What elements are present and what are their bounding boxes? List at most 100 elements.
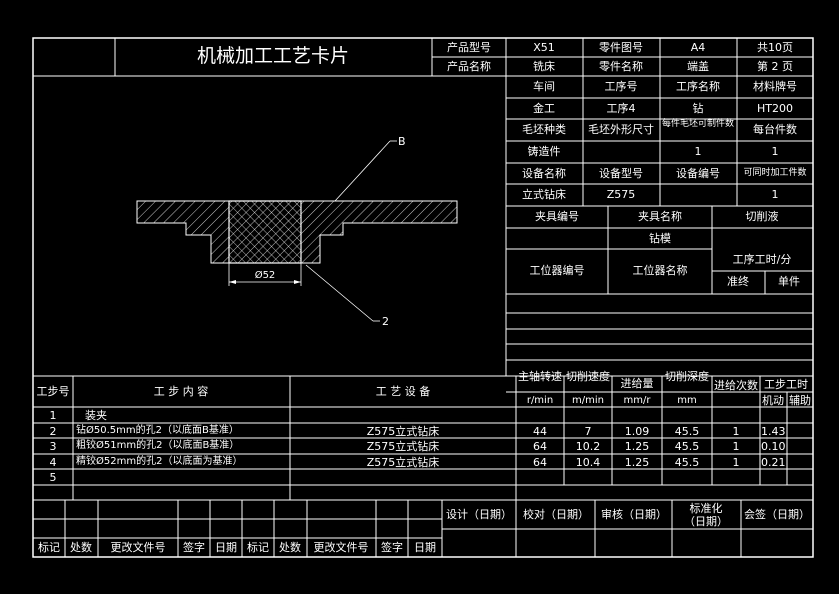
station-name-label: 工位器名称 [632,264,688,277]
fixture-name-label: 夹具名称 [638,210,682,223]
step-times: 1 [732,425,740,438]
col-step-time: 工步工时 [764,378,808,391]
equip-no-label: 设备编号 [676,167,720,180]
step-speed: 64 [533,440,547,453]
col-spindle-unit: r/min [526,395,554,406]
rev-sign: 签字 [183,541,205,554]
step-machine: 0.10 [761,440,786,453]
product-model: X51 [533,41,555,54]
col-aux-time: 辅助 [789,394,811,407]
sig-countersign: 会签（日期） [744,508,810,521]
step-speed: 44 [533,425,547,438]
col-spindle-speed: 主轴转速 [518,370,562,383]
part-name-label: 零件名称 [599,60,643,73]
sig-standard: 标准化 [689,502,723,515]
parts-per-blank: 1 [694,145,702,158]
part-name: 端盖 [687,60,709,73]
col-equipment: 工 艺 设 备 [375,385,431,398]
rev-doc-no: 更改文件号 [110,541,166,554]
blank-type: 铸造件 [527,145,561,158]
sig-design: 设计（日期） [446,508,512,521]
step-equipment: Z575立式钻床 [366,440,440,453]
parts-per-unit-label: 每台件数 [753,123,797,136]
step-depth: 45.5 [674,456,700,469]
simul-label: 可同时加工件数 [743,168,807,178]
col-cut-speed-unit: m/min [572,395,604,406]
fixture-name: 钻模 [649,232,671,245]
sig-review: 审核（日期） [601,508,667,521]
step-cut-speed: 10.4 [575,456,601,469]
page-no: 第 2 页 [757,60,793,73]
part-drawing-no: A4 [690,41,706,54]
equip-name-label: 设备名称 [522,167,566,180]
step-feed: 1.25 [624,440,650,453]
process-name-label: 工序名称 [676,80,720,93]
step-equipment: Z575立式钻床 [366,425,440,438]
process-no-label: 工序号 [604,80,638,93]
step-feed: 1.25 [624,456,650,469]
blank-type-label: 毛坯种类 [522,123,566,136]
step-no: 2 [49,425,57,438]
sig-standard-date: （日期） [684,515,728,528]
step-equipment: Z575立式钻床 [366,456,440,469]
col-feed-unit: mm/r [623,395,651,406]
simul: 1 [771,188,779,201]
part-drawing-no-label: 零件图号 [599,41,643,54]
rev-mark: 标记 [38,541,60,554]
equip-name: 立式钻床 [522,188,566,201]
rev-count: 处数 [279,541,301,554]
step-machine: 0.21 [761,456,786,469]
col-feed: 进给量 [620,377,654,390]
step-no: 4 [49,456,57,469]
step-content: 钻Ø50.5mm的孔2（以底面B基准） [76,425,239,436]
station-no-label: 工位器编号 [529,264,585,277]
rev-sign: 签字 [381,541,403,554]
workshop-label: 车间 [533,80,555,93]
product-name-label: 产品名称 [447,60,491,73]
step-depth: 45.5 [674,425,700,438]
equip-model-label: 设备型号 [599,167,643,180]
drawing-label-2: 2 [382,315,389,328]
step-feed: 1.09 [624,425,650,438]
process-no: 工序4 [606,102,636,115]
part-drawing [136,140,458,322]
step-depth: 45.5 [674,440,700,453]
col-step-content: 工 步 内 容 [153,385,209,398]
parts-per-blank-label: 每件毛坯可制件数 [661,119,734,129]
process-name: 钻 [692,102,704,115]
sig-check: 校对（日期） [523,508,589,521]
step-times: 1 [732,440,740,453]
dimension-label: Ø52 [254,270,276,281]
drawing-label-b: B [398,135,406,148]
rev-doc-no: 更改文件号 [313,541,369,554]
unit-label: 单件 [778,275,800,288]
process-time-label: 工序工时/分 [732,253,792,266]
fixture-no-label: 夹具编号 [535,210,579,223]
material-label: 材料牌号 [753,80,797,93]
page-title: 机械加工工艺卡片 [196,45,350,67]
step-no: 5 [49,471,57,484]
blank-size-label: 毛坯外形尺寸 [588,123,654,136]
material: HT200 [757,102,793,115]
workshop: 金工 [533,102,555,115]
step-content: 装夹 [85,409,107,422]
rev-date: 日期 [414,541,436,554]
step-no: 3 [49,440,57,453]
total-pages: 共10页 [757,41,793,54]
col-cut-speed: 切削速度 [566,370,610,383]
coolant-label: 切削液 [745,210,779,223]
col-machine-time: 机动 [762,394,784,407]
col-step-no: 工步号 [36,385,70,398]
col-cut-depth-unit: mm [677,395,697,406]
step-no: 1 [49,409,57,422]
equip-model: Z575 [606,188,636,201]
rev-mark: 标记 [247,541,269,554]
step-machine: 1.43 [761,425,786,438]
parts-per-unit: 1 [771,145,779,158]
col-cut-depth: 切削深度 [665,370,709,383]
step-times: 1 [732,456,740,469]
step-content: 精铰Ø52mm的孔2（以底面为基准） [76,456,243,467]
product-name: 铣床 [533,60,555,73]
